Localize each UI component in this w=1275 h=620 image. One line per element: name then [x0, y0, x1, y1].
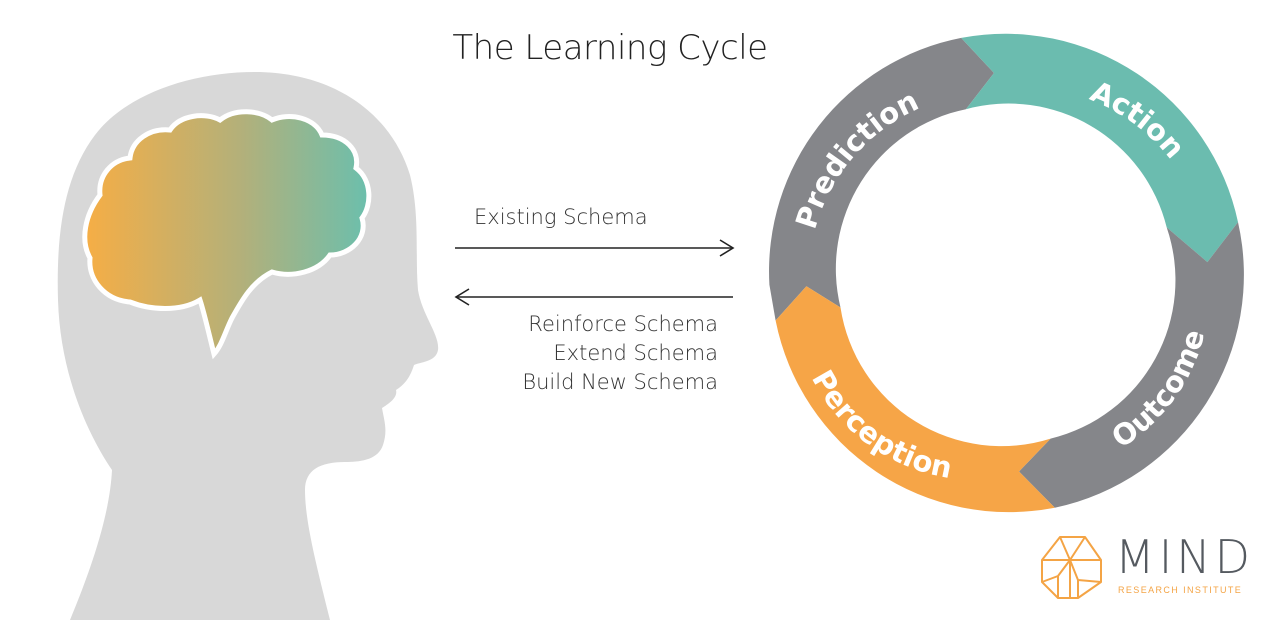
- cycle-segment-outcome: [1019, 222, 1244, 508]
- mind-logo-icon: [1041, 536, 1102, 599]
- brand-subtitle: RESEARCH INSTITUTE: [1118, 585, 1243, 595]
- forward-arrow: [455, 239, 735, 257]
- brand-name: MIND: [1115, 530, 1255, 584]
- diagram-title: The Learning Cycle: [452, 28, 768, 68]
- cycle-segment-action: [961, 33, 1238, 263]
- build-new-schema-label: Build New Schema: [522, 370, 718, 394]
- existing-schema-label: Existing Schema: [474, 205, 648, 229]
- brain-shape: [82, 109, 372, 360]
- reinforce-schema-label: Reinforce Schema: [528, 312, 718, 336]
- backward-arrow: [454, 288, 733, 306]
- extend-schema-label: Extend Schema: [553, 341, 718, 365]
- cycle-segment-perception: [775, 286, 1055, 513]
- cycle-segment-prediction: [769, 37, 994, 321]
